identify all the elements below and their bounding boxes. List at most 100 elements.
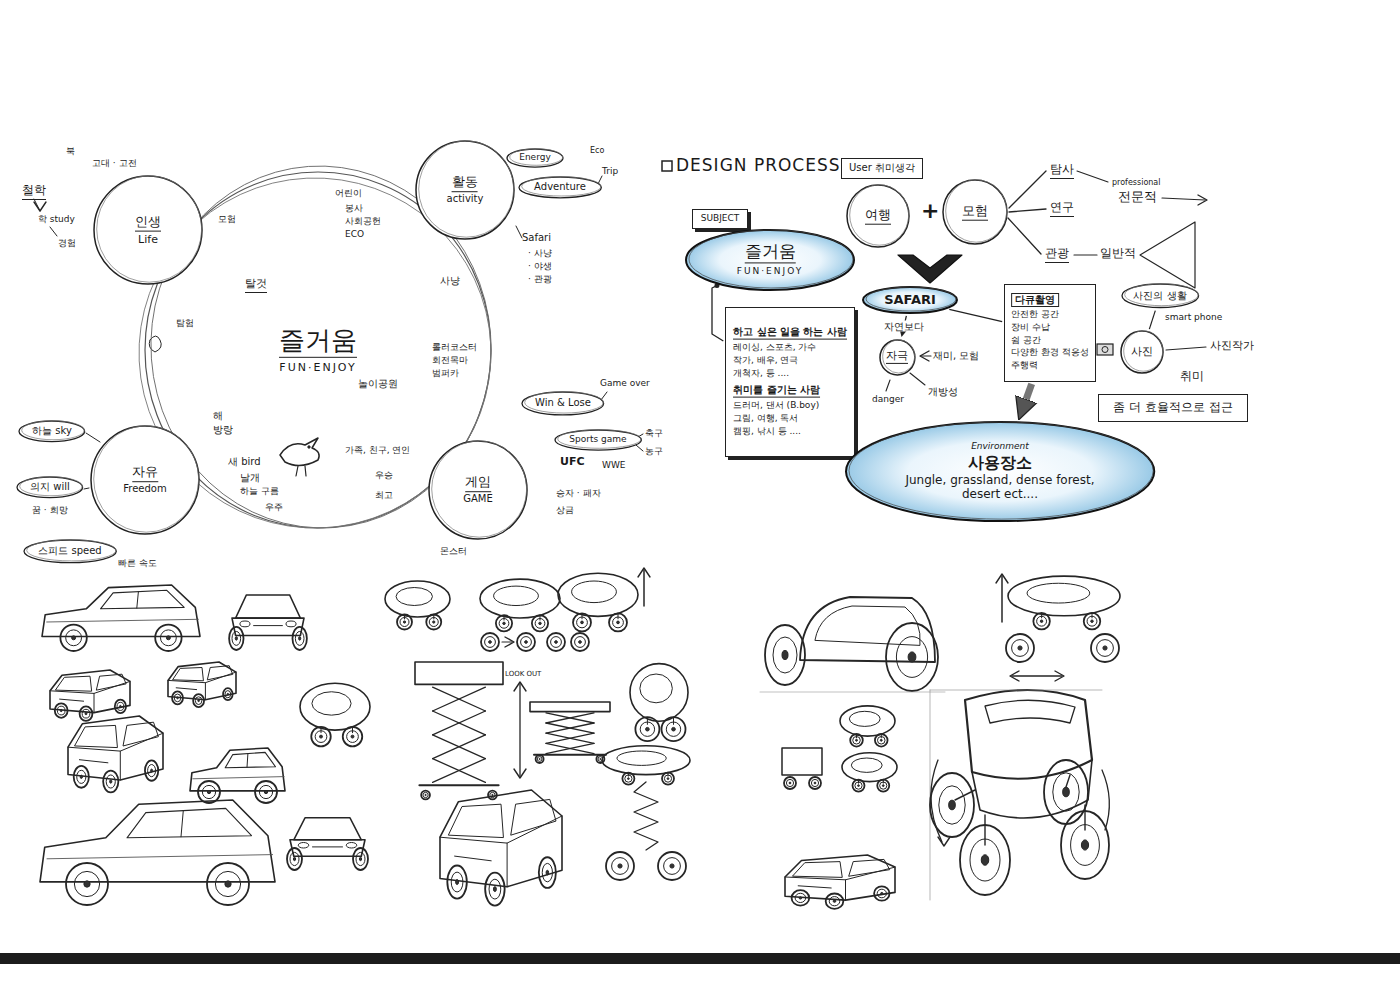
cart-body (782, 748, 822, 775)
headlight (346, 843, 357, 849)
leader-line (886, 380, 890, 391)
sketch-stroke (525, 391, 604, 412)
car-window (225, 752, 275, 767)
wheel-rim (485, 637, 496, 648)
wheel-rim (625, 775, 632, 782)
pod-body (800, 597, 935, 662)
node-content: SUBJECT (701, 213, 740, 225)
subject-ellipse: 즐거움FUN·ENJOY (685, 229, 855, 291)
car-edge (50, 681, 130, 693)
keyword-oval: Sports game (554, 429, 642, 451)
pod-shell (385, 581, 450, 617)
wheel-hub (433, 621, 435, 623)
wheel (60, 625, 86, 651)
wheel (1044, 760, 1088, 824)
node-heading: 사진 (1131, 345, 1153, 358)
node-content: Adventure (534, 180, 586, 193)
wheel-hub (207, 790, 210, 793)
node-text: Freedom (123, 483, 166, 495)
blue-ellipse-fill (846, 422, 1154, 521)
keyword-oval: 의지 will (16, 476, 84, 499)
wheel-hub (908, 652, 916, 662)
pod-strut (433, 615, 434, 619)
lift-arm (433, 759, 486, 783)
note-label: 고대 · 고전 (92, 158, 137, 168)
node-content: 여행 (865, 207, 891, 226)
wheel-rim (74, 871, 99, 896)
wheel-rim (542, 863, 552, 881)
lift-arm (546, 743, 594, 753)
car-windshield (56, 676, 92, 691)
wheel (875, 734, 888, 747)
wheel (207, 863, 249, 905)
wheel-rim (117, 702, 124, 710)
node-heading: SUBJECT (701, 213, 740, 224)
note-label: 최고 (375, 490, 393, 500)
sketch-stroke (946, 180, 1007, 242)
theme-circle: 자유Freedom (90, 425, 200, 535)
wheel-rim (970, 839, 1000, 881)
wheel (223, 688, 233, 700)
note-label: 전문적 (1118, 190, 1157, 205)
note-label: 사회공헌 (345, 216, 381, 226)
wheel (145, 760, 158, 780)
wheel-rim (664, 775, 671, 782)
note-label: smart phone (1165, 312, 1222, 322)
wheel-hub (670, 864, 674, 868)
wheel-hub (789, 782, 791, 784)
pod-strut (618, 614, 619, 619)
wheel-rim (786, 779, 793, 786)
wheel (886, 623, 938, 691)
buggy-cage (236, 595, 301, 618)
lift-platform (530, 702, 610, 712)
node-outline (415, 140, 515, 240)
wheel-rim (939, 786, 965, 824)
wheel (485, 873, 505, 906)
node-content: 스피드 speed (38, 544, 101, 557)
node-outline-stroke (880, 340, 915, 375)
pod-strut (673, 718, 674, 724)
note-label: 사진작가 (1210, 340, 1254, 353)
sketch-stroke (1124, 284, 1198, 306)
node-outline-stroke (1121, 331, 1163, 373)
node-content: 사진의 생활 (1133, 289, 1186, 302)
branch-line (1009, 209, 1046, 212)
wheel-hub (299, 637, 301, 640)
sketch-stroke (432, 441, 527, 537)
wheel (635, 717, 659, 741)
node-heading: 스피드 speed (38, 544, 101, 556)
node-outline-stroke (24, 540, 116, 563)
car-edge (205, 683, 206, 700)
arrow-head (638, 568, 650, 577)
node-outline-stroke (943, 180, 1007, 244)
wheel-hub (782, 651, 788, 660)
wheel (426, 615, 441, 630)
node-heading: 하늘 sky (32, 424, 72, 436)
car-edge (845, 880, 846, 900)
wheel-rim (535, 619, 545, 629)
branch-line (1162, 198, 1205, 200)
wheel (311, 727, 331, 747)
user-tag-box: User 취미생각 (841, 158, 923, 179)
wheel-hub (617, 621, 620, 624)
buggy-grille (313, 846, 343, 847)
approach-box: 좀 더 효율적으로 접근 (1098, 394, 1248, 421)
bird-eye (308, 446, 310, 448)
wheel-hub (293, 857, 295, 860)
sketch-stroke (94, 426, 199, 532)
wheel-rim (66, 630, 82, 646)
node-heading: 즐거움 (279, 325, 357, 358)
car-pillar (137, 592, 139, 609)
node-text: 주행력 (1011, 360, 1038, 371)
wheel (539, 857, 556, 888)
wheel-hub (1091, 620, 1093, 622)
node-heading: 좀 더 효율적으로 접근 (1113, 400, 1232, 414)
wheel-rim (666, 722, 680, 736)
note-label: professional (1112, 178, 1160, 187)
wheel-hub (110, 780, 112, 783)
keyword-oval: 스피드 speed (23, 539, 117, 564)
note-label: 취미 (1180, 370, 1204, 384)
wheel-hub (166, 636, 170, 640)
car-edge (120, 751, 121, 780)
sketch-stroke (97, 176, 202, 282)
